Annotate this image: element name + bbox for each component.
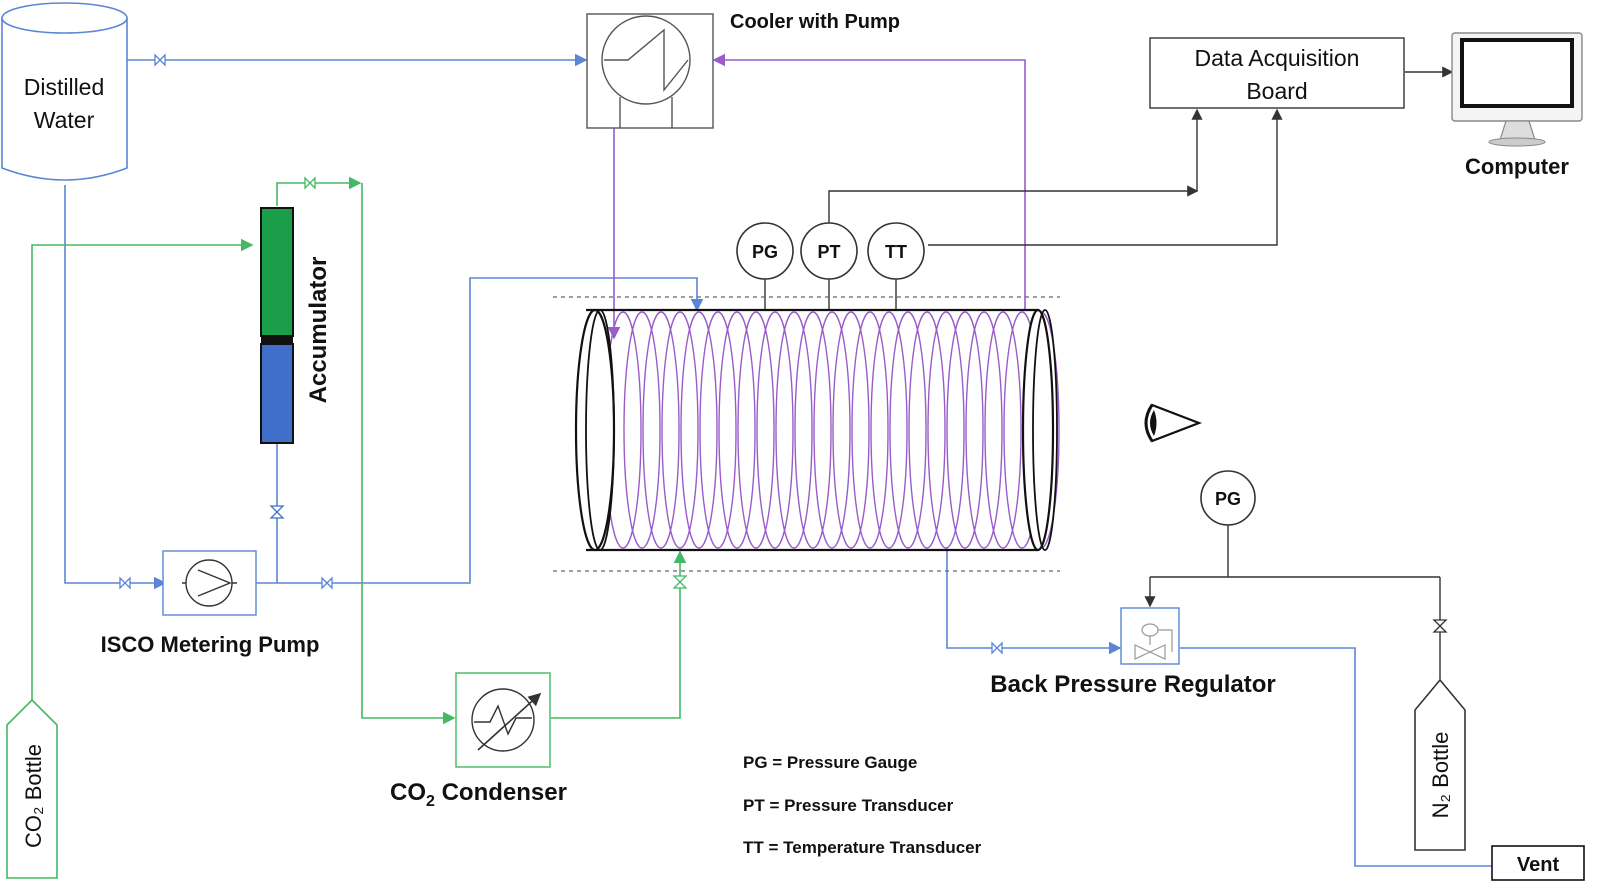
n2-bottle[interactable]: N₂ Bottle	[1414, 678, 1466, 851]
coil-turn	[775, 311, 813, 549]
coil-turn	[832, 311, 870, 549]
coil-turn	[680, 311, 718, 549]
cooler-with-pump[interactable]: Cooler with Pump	[586, 11, 900, 129]
legend-item: PT = Pressure Transducer	[743, 796, 954, 815]
daq-label-1: Data Acquisition	[1195, 45, 1360, 71]
coil-turn	[718, 311, 756, 549]
co2-condenser-suffix: Condenser	[435, 779, 567, 806]
coil-turn	[927, 311, 965, 549]
accumulator-label: Accumulator	[305, 257, 332, 404]
co2-condenser-sub: 2	[426, 793, 435, 810]
bpr-label: Back Pressure Regulator	[990, 671, 1275, 698]
gauge-pg-label: PG	[752, 242, 778, 262]
coil-turn	[870, 311, 908, 549]
water-lines	[64, 53, 1492, 867]
isco-pump-label: ISCO Metering Pump	[101, 632, 320, 657]
computer-label: Computer	[1465, 154, 1569, 179]
coil-turn	[699, 311, 737, 549]
gauge-pg-bpr[interactable]: PG	[1200, 470, 1256, 526]
gauge-pt[interactable]: PT	[800, 222, 858, 280]
co2-condenser-prefix: CO	[390, 779, 426, 806]
vessel-right-cap	[1021, 308, 1055, 552]
legend: PG = Pressure Gauge PT = Pressure Transd…	[743, 753, 982, 857]
gauge-pg[interactable]: PG	[736, 222, 794, 280]
distilled-water-label-2: Water	[34, 107, 95, 133]
coil-turn	[889, 311, 927, 549]
cooling-coil	[604, 311, 1060, 549]
vessel-left-cap	[574, 308, 616, 552]
co2-condenser-label: CO2 Condenser	[390, 779, 567, 810]
coil-turn	[737, 311, 775, 549]
valve-accumulator-bottom[interactable]	[269, 505, 285, 519]
valve-pump-inlet[interactable]	[119, 576, 131, 590]
back-pressure-regulator[interactable]: Back Pressure Regulator	[990, 607, 1276, 698]
daq-label-2: Board	[1246, 78, 1307, 104]
distilled-water-label-1: Distilled	[24, 74, 105, 100]
n2-bottle-label: N₂ Bottle	[1428, 732, 1453, 819]
coil-turn	[984, 311, 1022, 549]
co2-bottle[interactable]: CO₂ Bottle	[6, 698, 58, 879]
coil-turn	[642, 311, 680, 549]
coil-turn	[794, 311, 832, 549]
gauge-tt-label: TT	[885, 242, 907, 262]
coil-turn	[965, 311, 1003, 549]
coil-turn	[813, 311, 851, 549]
valve-water-tank[interactable]	[154, 53, 166, 67]
valve-co2-top[interactable]	[304, 176, 316, 190]
coil-turn	[661, 311, 699, 549]
coil-turn	[623, 311, 661, 549]
coil-turn	[851, 311, 889, 549]
valve-pump-outlet[interactable]	[321, 576, 333, 590]
vent[interactable]: Vent	[1491, 845, 1585, 881]
gauge-pt-label: PT	[817, 242, 840, 262]
accumulator[interactable]: Accumulator	[260, 207, 332, 444]
co2-condenser[interactable]: CO2 Condenser	[390, 672, 567, 810]
valve-co2-inlet[interactable]	[672, 575, 688, 589]
distilled-water-tank: Distilled Water	[1, 2, 128, 181]
isco-metering-pump[interactable]: ISCO Metering Pump	[101, 550, 320, 657]
coil-turn	[908, 311, 946, 549]
signal-lines	[764, 66, 1454, 680]
coolant-lines	[607, 53, 1026, 340]
computer[interactable]: Computer	[1451, 32, 1583, 179]
coil-turn	[946, 311, 984, 549]
gauge-pg2-label: PG	[1215, 489, 1241, 509]
vent-label: Vent	[1517, 854, 1560, 876]
cooler-label: Cooler with Pump	[730, 11, 900, 33]
gauge-tt[interactable]: TT	[867, 222, 925, 280]
reactor-vessel[interactable]	[553, 296, 1060, 572]
valve-bpr-inlet[interactable]	[991, 641, 1003, 655]
legend-item: TT = Temperature Transducer	[743, 838, 982, 857]
co2-bottle-label: CO₂ Bottle	[21, 744, 46, 848]
eye-icon	[1144, 403, 1203, 443]
valve-n2[interactable]	[1432, 619, 1448, 633]
valves	[119, 53, 1448, 655]
coil-turn	[756, 311, 794, 549]
co2-lines	[31, 176, 687, 725]
legend-item: PG = Pressure Gauge	[743, 753, 917, 772]
data-acquisition-board[interactable]: Data Acquisition Board	[1149, 37, 1405, 109]
